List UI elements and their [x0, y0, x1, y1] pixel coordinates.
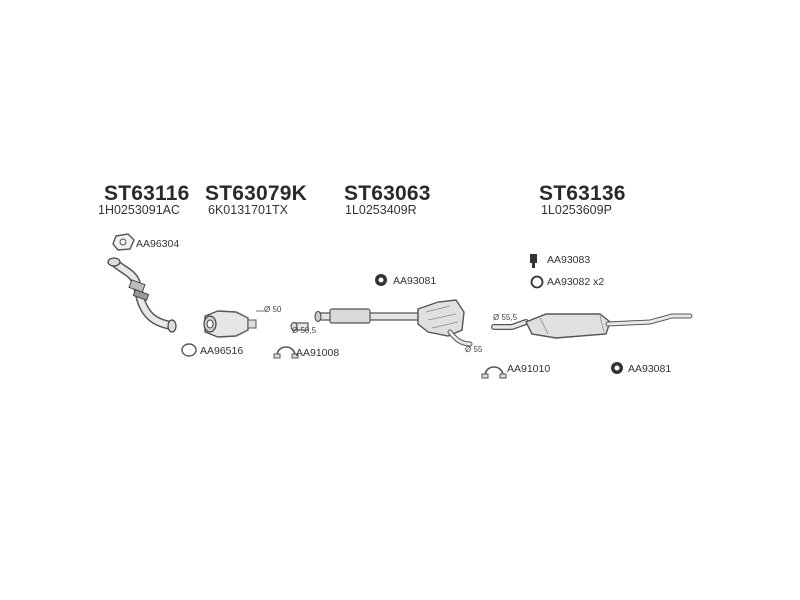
clamp-1-icon — [273, 346, 299, 359]
clamp-2-icon — [481, 366, 507, 379]
part-label-rubber-hanger: AA93083 — [547, 254, 591, 266]
group-code-2: ST63079K — [205, 182, 307, 205]
rear-pipe-stub-icon — [491, 319, 529, 330]
mount-2-icon — [611, 362, 623, 374]
group-ref-1: 1H0253091AC — [98, 203, 181, 217]
group-ref-3: 1L0253409R — [345, 203, 417, 217]
ring-front-icon — [181, 343, 197, 357]
dim-label-50-5: Ø 50,5 — [292, 326, 317, 335]
dim-label-50: Ø 50 — [264, 305, 282, 314]
rear-silencer-icon — [525, 313, 693, 339]
mount-1-icon — [375, 274, 387, 286]
group-code-3: ST63063 — [344, 182, 431, 205]
ring-rear-icon — [530, 275, 544, 289]
group-code-4: ST63136 — [539, 182, 626, 205]
middle-pipe-stub-icon — [290, 322, 309, 331]
part-label-gasket-front: AA96304 — [136, 238, 180, 250]
rubber-hanger-icon — [530, 254, 537, 268]
front-pipe-icon — [107, 257, 177, 333]
part-label-mount-2: AA93081 — [628, 363, 672, 375]
group-code-1: ST63116 — [104, 182, 190, 205]
dim-label-55-5: Ø 55,5 — [493, 313, 518, 322]
part-label-clamp-1: AA91008 — [296, 347, 340, 359]
part-label-clamp-2: AA91010 — [507, 363, 551, 375]
part-label-ring-rear: AA93082 x2 — [547, 276, 605, 288]
dim-label-55: Ø 55 — [465, 345, 483, 354]
center-silencer-icon — [314, 299, 473, 347]
part-label-ring-front: AA96516 — [200, 345, 244, 357]
group-ref-2: 6K0131701TX — [208, 203, 288, 217]
catalytic-converter-icon — [203, 310, 257, 338]
part-label-mount-1: AA93081 — [393, 275, 437, 287]
group-ref-4: 1L0253609P — [541, 203, 612, 217]
gasket-front-icon — [112, 233, 135, 251]
